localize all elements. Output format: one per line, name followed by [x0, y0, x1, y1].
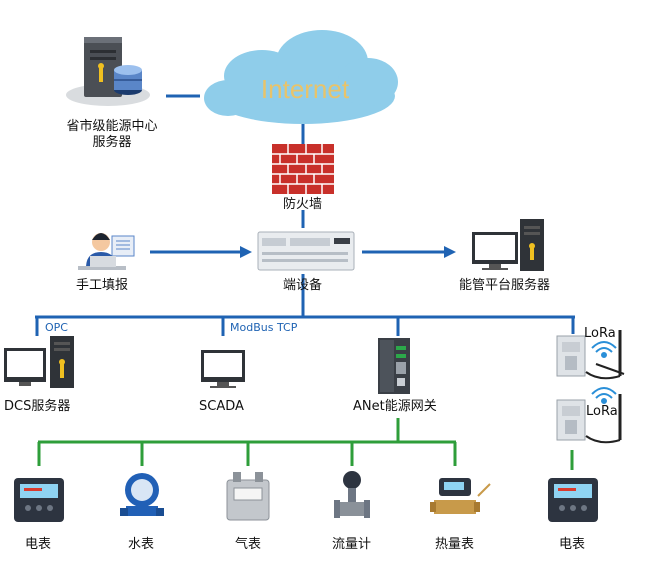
lora-module-bottom-icon: [556, 394, 622, 444]
firewall-label: 防火墙: [283, 197, 323, 212]
provincial-server-icon: [66, 37, 150, 106]
dcs-server-label: DCS服务器: [4, 399, 71, 414]
electric-meter-lora-icon: [548, 478, 598, 522]
modbus-protocol-label: ModBus TCP: [230, 321, 298, 334]
platform-server-icon: [472, 219, 544, 271]
provincial-center-label-line1: 省市级能源中心: [66, 119, 158, 134]
manual-entry-label: 手工填报: [76, 278, 129, 293]
heat-meter-label: 热量表: [435, 537, 475, 552]
provincial-center-label: 省市级能源中心 服务器: [52, 119, 172, 151]
scada-label: SCADA: [199, 399, 244, 414]
firewall-icon: [272, 144, 334, 194]
opc-protocol-label: OPC: [45, 321, 68, 334]
arrowhead: [444, 246, 456, 258]
scada-monitor-icon: [201, 350, 245, 388]
lora-label-top: LoRa: [584, 326, 616, 341]
electric-meter-label: 电表: [25, 537, 52, 552]
wifi-signal-icon: [591, 341, 617, 358]
provincial-center-label-line2: 服务器: [92, 135, 132, 150]
dcs-server-icon: [4, 336, 74, 388]
internet-cloud-icon: [204, 30, 398, 124]
electric-meter-icon: [14, 478, 64, 522]
water-meter-label: 水表: [128, 537, 155, 552]
terminal-device-icon: [257, 231, 355, 271]
flow-meter-icon: [334, 471, 370, 518]
electric-meter-lora-label: 电表: [559, 537, 586, 552]
water-meter-icon: [120, 473, 164, 516]
anet-gateway-label: ANet能源网关: [353, 399, 437, 414]
person-at-laptop-icon: [78, 233, 135, 270]
energy-platform-label: 能管平台服务器: [459, 278, 551, 293]
gas-meter-icon: [226, 472, 270, 521]
gas-meter-label: 气表: [235, 537, 262, 552]
lora-module-top-icon: [556, 330, 625, 380]
flow-meter-label: 流量计: [332, 537, 372, 552]
arrowhead: [240, 246, 252, 258]
internet-label: Internet: [261, 74, 350, 104]
terminal-device-label: 端设备: [283, 278, 323, 293]
wifi-signal-icon: [591, 387, 617, 404]
heat-meter-icon: [430, 478, 491, 514]
lora-label-bottom: LoRa: [586, 404, 618, 419]
connections: [35, 94, 575, 470]
anet-gateway-icon: [378, 338, 410, 394]
